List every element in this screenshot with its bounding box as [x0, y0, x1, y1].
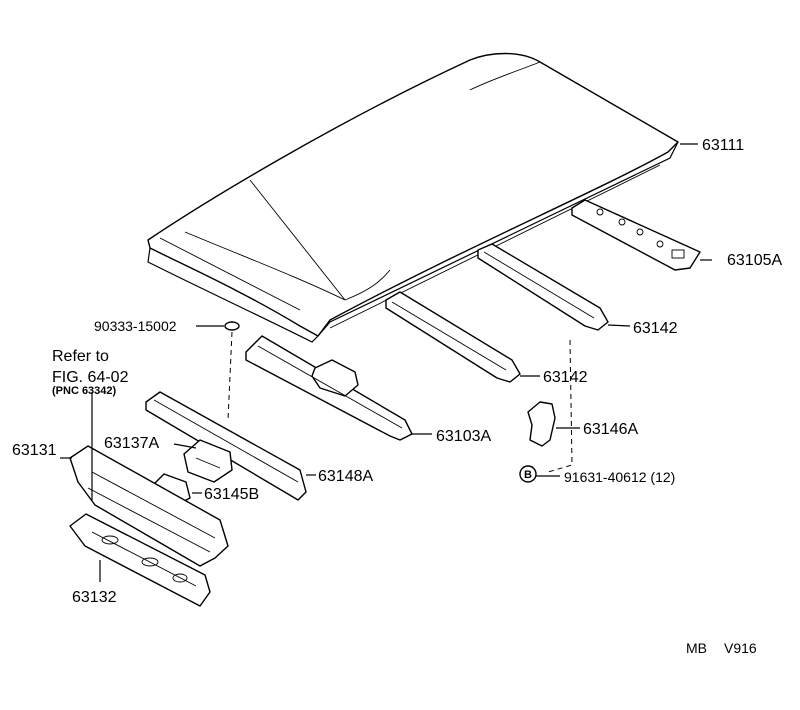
label-63148a: 63148A [318, 468, 373, 485]
label-63131: 63131 [12, 442, 57, 459]
front-reinforcement [245, 335, 432, 441]
code-left: MB [686, 640, 707, 656]
code-right: V916 [724, 640, 757, 656]
leader-63137a [173, 443, 197, 449]
lower-panel [69, 513, 211, 607]
roof-bow-upper [477, 243, 631, 331]
roof-panel [147, 52, 679, 343]
label-63145b: 63145B [204, 486, 259, 503]
label-clip: 90333-15002 [94, 318, 177, 334]
bolt-marker-letter: B [524, 469, 532, 481]
label-63132: 63132 [72, 589, 117, 606]
label-63142-lower: 63142 [543, 369, 588, 386]
label-bolt: 91631-40612 (12) [564, 469, 675, 485]
label-63111: 63111 [702, 137, 744, 154]
label-63146a: 63146A [583, 421, 638, 438]
label-63142-upper: 63142 [633, 320, 678, 337]
refer-line-1: Refer to [52, 348, 109, 365]
label-63103a: 63103A [436, 428, 491, 445]
label-63137a: 63137A [104, 435, 159, 452]
refer-line-3: (PNC 63342) [52, 385, 117, 397]
bolt-marker [519, 465, 560, 483]
clip [196, 321, 240, 421]
bracket-63146a [527, 401, 580, 447]
rear-bracket [571, 199, 712, 271]
rail-63148a [145, 391, 316, 501]
label-63105a: 63105A [727, 252, 782, 269]
roof-bow-lower [385, 291, 540, 383]
refer-line-2: FIG. 64-02 [52, 369, 129, 386]
bracket-63137a [183, 439, 233, 483]
header-panel [60, 445, 229, 567]
